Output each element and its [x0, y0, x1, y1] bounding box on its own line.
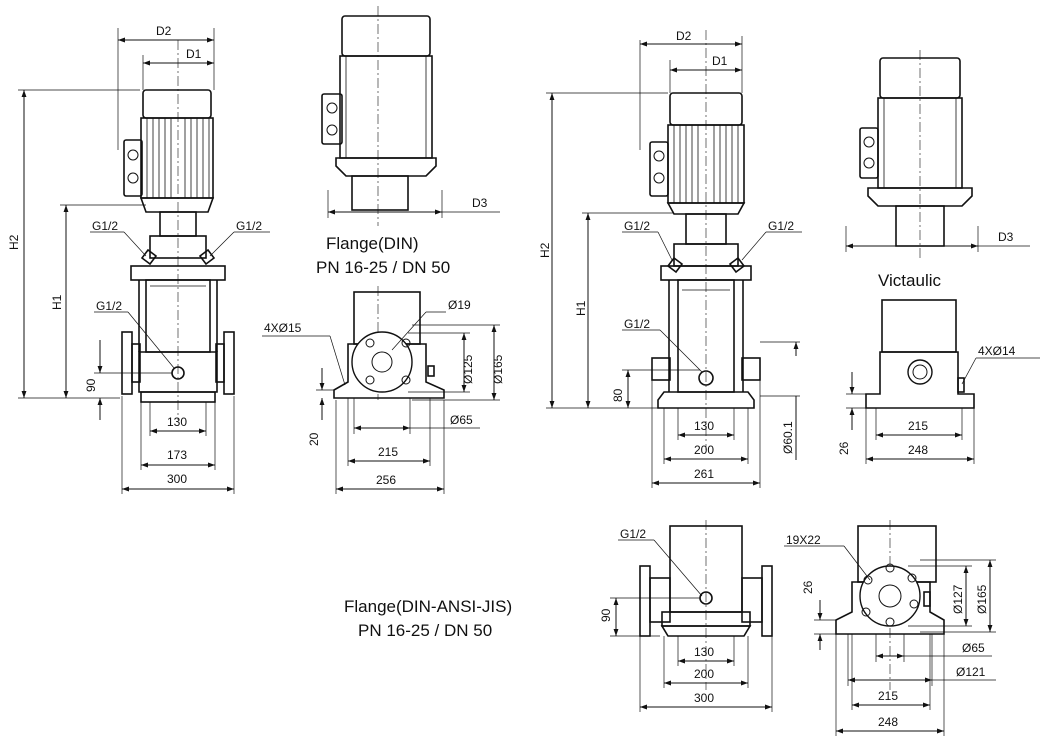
dim-h2-b: H2 — [538, 242, 552, 258]
label-g12-right: G1/2 — [236, 219, 262, 233]
dim-130: 130 — [167, 415, 187, 429]
dim-d121: Ø121 — [956, 665, 986, 679]
dim-d125: Ø125 — [461, 354, 475, 384]
dim-215-b: 215 — [908, 419, 928, 433]
dim-248-b: 248 — [908, 443, 928, 457]
victaulic-view: D3 Victaulic 4XØ14 26 215 248 — [837, 50, 1040, 464]
dim-d601: Ø60.1 — [781, 421, 795, 454]
caption-flange-din-pn: PN 16-25 / DN 50 — [316, 258, 450, 277]
pump-elevation-view-2: D2 D1 H2 H1 80 G1/2 G1/2 G1/2 Ø60.1 130 … — [538, 29, 802, 488]
dim-26-d: 26 — [801, 580, 815, 594]
dim-d165: Ø165 — [491, 354, 505, 384]
label-g12-left-b: G1/2 — [624, 219, 650, 233]
dim-d165-d: Ø165 — [975, 584, 989, 614]
dim-d3-b: D3 — [998, 230, 1014, 244]
label-g12-c: G1/2 — [620, 527, 646, 541]
dim-90-c: 90 — [599, 608, 613, 622]
caption-flange-multi: Flange(DIN-ANSI-JIS) — [344, 597, 512, 616]
dim-130-c: 130 — [694, 645, 714, 659]
dim-d1-b: D1 — [712, 54, 728, 68]
dim-130-b: 130 — [694, 419, 714, 433]
dim-d2: D2 — [156, 24, 172, 38]
dim-90: 90 — [84, 378, 98, 392]
dim-215-d: 215 — [878, 689, 898, 703]
dim-300-c: 300 — [694, 691, 714, 705]
dim-20: 20 — [307, 432, 321, 446]
caption-flange-din: Flange(DIN) — [326, 234, 419, 253]
dim-d3: D3 — [472, 196, 488, 210]
dim-d65-d: Ø65 — [962, 641, 985, 655]
flange-side-view: 19X22 26 Ø127 Ø165 Ø65 Ø121 215 248 — [784, 520, 996, 736]
label-g12-drain-b: G1/2 — [624, 317, 650, 331]
flange-front-view: G1/2 90 130 200 300 — [599, 520, 773, 712]
dim-d1: D1 — [186, 47, 202, 61]
label-g12-right-b: G1/2 — [768, 219, 794, 233]
dim-261: 261 — [694, 467, 714, 481]
dim-h1: H1 — [50, 294, 64, 310]
label-4x14: 4XØ14 — [978, 344, 1016, 358]
label-19x22: 19X22 — [786, 533, 821, 547]
dim-d65: Ø65 — [450, 413, 473, 427]
dim-256: 256 — [376, 473, 396, 487]
dim-d2-b: D2 — [676, 29, 692, 43]
dim-26-b: 26 — [837, 441, 851, 455]
caption-victaulic: Victaulic — [878, 271, 941, 290]
dim-d127: Ø127 — [951, 584, 965, 614]
label-g12-left: G1/2 — [92, 219, 118, 233]
pump-elevation-view-1: D2 D1 H2 H1 90 G1/2 G1/2 G1/2 130 173 30… — [7, 24, 270, 494]
label-g12-drain: G1/2 — [96, 299, 122, 313]
dim-h1-b: H1 — [574, 300, 588, 316]
dim-300: 300 — [167, 472, 187, 486]
caption-flange-multi-pn: PN 16-25 / DN 50 — [358, 621, 492, 640]
dim-h2: H2 — [7, 234, 21, 250]
dim-80: 80 — [611, 388, 625, 402]
label-d19: Ø19 — [448, 298, 471, 312]
dim-173: 173 — [167, 448, 187, 462]
dim-248-d: 248 — [878, 715, 898, 729]
dim-215: 215 — [378, 445, 398, 459]
label-4x15: 4XØ15 — [264, 321, 302, 335]
din-flange-view: D3 Flange(DIN) PN 16-25 / DN 50 4XØ15 Ø1… — [262, 6, 505, 494]
dim-200-b: 200 — [694, 443, 714, 457]
dim-200-c: 200 — [694, 667, 714, 681]
